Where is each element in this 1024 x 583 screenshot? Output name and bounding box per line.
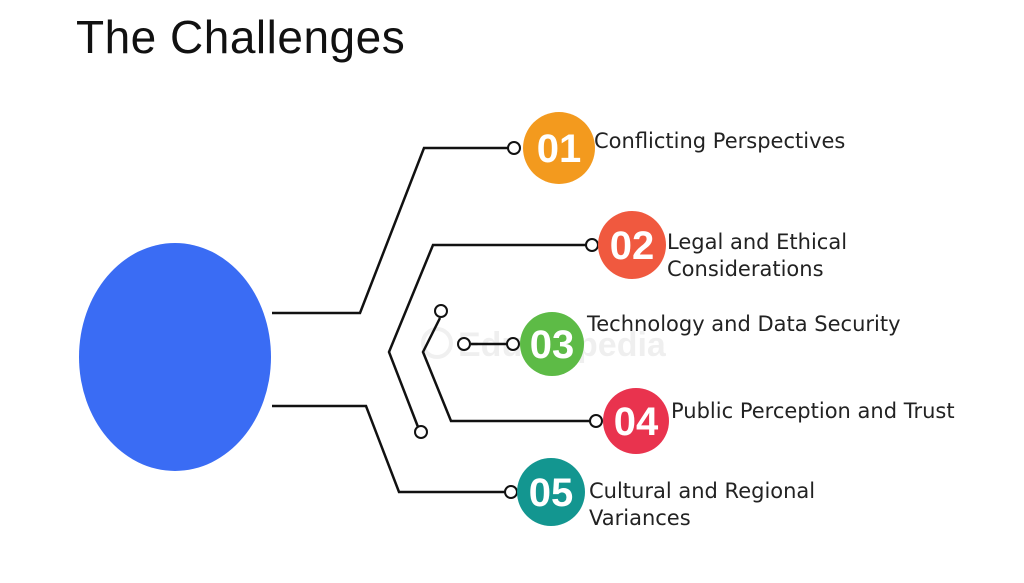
challenge-label-04: Public Perception and Trust	[671, 398, 955, 425]
connector-01	[272, 146, 508, 315]
terminal-dot	[506, 337, 520, 351]
label-text: Public Perception and Trust	[671, 399, 955, 423]
terminals	[414, 141, 603, 499]
hub-circle	[79, 243, 271, 471]
badge-number: 02	[610, 224, 655, 268]
badge-number: 01	[537, 127, 582, 171]
terminal-dot	[434, 304, 448, 318]
terminal-dot	[457, 337, 471, 351]
badge-circle	[523, 112, 595, 184]
page-title: The Challenges	[76, 11, 406, 63]
label-text: Legal and Ethical	[667, 230, 848, 254]
number-badge-02: 02	[598, 211, 666, 279]
number-badge-01: 01	[523, 112, 595, 184]
challenge-label-05: Cultural and Regional Variances	[589, 478, 815, 532]
connector-03	[421, 317, 590, 423]
badge-circle	[517, 458, 585, 526]
label-text: Cultural and Regional	[589, 479, 816, 503]
badge-circle	[520, 312, 584, 376]
badge-circle	[603, 388, 669, 454]
challenge-label-01: Conflicting Perspectives	[594, 128, 845, 155]
label-text: Technology and Data Security	[587, 312, 901, 336]
number-badge-05: 05	[517, 458, 585, 526]
terminal-dot	[585, 238, 599, 252]
connectors	[272, 146, 590, 494]
connector-02	[387, 243, 586, 428]
terminal-dot	[504, 485, 518, 499]
terminal-dot	[589, 414, 603, 428]
label-text: Variances	[589, 506, 691, 530]
challenge-label-03: Technology and Data Security	[587, 311, 901, 338]
number-badge-03: 03	[520, 312, 584, 376]
badge-number: 03	[530, 323, 575, 367]
label-text: Considerations	[667, 257, 824, 281]
challenge-label-02: Legal and Ethical Considerations	[667, 229, 847, 283]
badge-number: 05	[529, 471, 574, 515]
badge-number: 04	[614, 400, 659, 444]
terminal-dot	[414, 425, 428, 439]
number-badge-04: 04	[603, 388, 669, 454]
badge-circle	[598, 211, 666, 279]
connector-05	[272, 404, 505, 494]
label-text: Conflicting Perspectives	[594, 129, 846, 153]
terminal-dot	[507, 141, 521, 155]
